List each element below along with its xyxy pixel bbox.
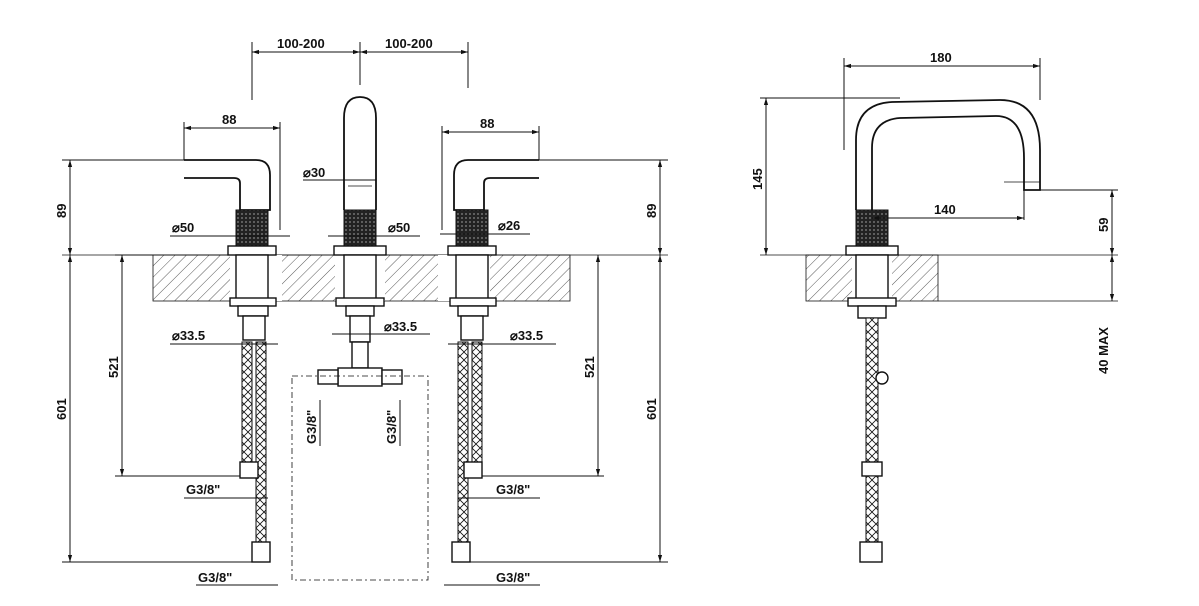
side-reach-label: 180	[930, 50, 952, 65]
thread-right-mid-label: G3/8"	[496, 482, 530, 497]
spacing-right-label: 100-200	[385, 36, 433, 51]
spacing-left-label: 100-200	[277, 36, 325, 51]
side-dimensions: 180 145 140 59 40 MAX	[750, 50, 1118, 374]
handle-right-reach-label: 88	[480, 116, 494, 131]
hole-center-label: ⌀33.5	[384, 319, 417, 334]
side-countertop	[760, 254, 1118, 302]
center-mixer-body	[291, 341, 429, 581]
right-hoses	[451, 341, 483, 563]
side-spout-reach-label: 140	[934, 202, 956, 217]
spout-diameter-label: ⌀30	[303, 165, 325, 180]
left-hoses	[239, 341, 271, 563]
base-right-knob-label: ⌀26	[498, 218, 520, 233]
hose-left-length-label: 521	[106, 356, 121, 378]
total-right-label: 601	[644, 398, 659, 420]
thread-vert-left-label: G3/8"	[304, 410, 319, 444]
right-handle	[447, 159, 539, 341]
center-spout	[333, 96, 387, 343]
side-deck-max-label: 40 MAX	[1096, 327, 1111, 374]
thread-vert-right-label: G3/8"	[384, 410, 399, 444]
hole-right-label: ⌀33.5	[510, 328, 543, 343]
side-spout	[845, 99, 1041, 563]
side-height-label: 145	[750, 168, 765, 190]
total-left-label: 601	[54, 398, 69, 420]
handle-left-reach-label: 88	[222, 112, 236, 127]
front-view: 100-200 100-200 88 88 89 89 ⌀30 ⌀50 ⌀	[54, 36, 668, 586]
hole-left-label: ⌀33.5	[172, 328, 205, 343]
base-center-label: ⌀50	[388, 220, 410, 235]
hose-right-length-label: 521	[582, 356, 597, 378]
height-right-label: 89	[644, 204, 659, 218]
side-outlet-height-label: 59	[1096, 218, 1111, 232]
thread-left-bottom-label: G3/8"	[198, 570, 232, 585]
height-left-label: 89	[54, 204, 69, 218]
base-left-label: ⌀50	[172, 220, 194, 235]
left-handle	[184, 159, 277, 341]
front-dimensions: 100-200 100-200 88 88 89 89 ⌀30 ⌀50 ⌀	[54, 36, 668, 586]
thread-left-mid-label: G3/8"	[186, 482, 220, 497]
side-view: 180 145 140 59 40 MAX	[750, 50, 1118, 563]
thread-right-bottom-label: G3/8"	[496, 570, 530, 585]
